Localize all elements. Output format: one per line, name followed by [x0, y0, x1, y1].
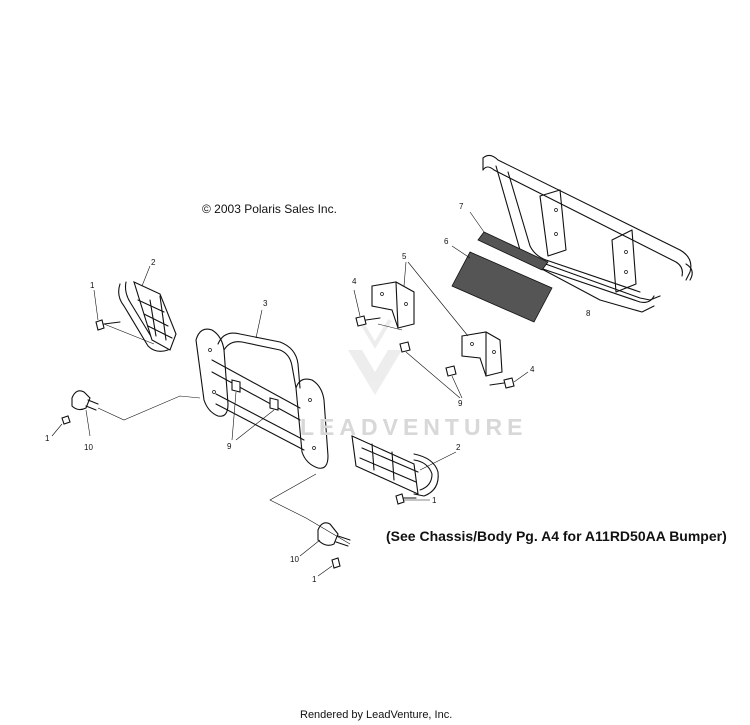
- callout-1d: 1: [312, 575, 317, 584]
- part-6-grille: [451, 245, 553, 323]
- watermark-text: LEADVENTURE: [300, 414, 528, 440]
- part-1-bolt-lower-right: [395, 493, 430, 505]
- reference-note: (See Chassis/Body Pg. A4 for A11RD50AA B…: [386, 528, 727, 544]
- callout-2b: 2: [456, 443, 461, 452]
- callout-8: 8: [586, 309, 591, 318]
- watermark-logo: [348, 318, 402, 395]
- part-10-knob-bottom: [269, 473, 351, 557]
- part-5-brackets: [371, 261, 503, 377]
- part-9-leaders-left: [231, 391, 275, 441]
- callout-9a: 9: [227, 442, 232, 451]
- part-2-step-upper: [118, 265, 177, 352]
- callout-9b: 9: [458, 399, 463, 408]
- callout-1c: 1: [432, 496, 437, 505]
- part-1-bolt-left: [51, 415, 71, 437]
- callout-6: 6: [444, 237, 449, 246]
- part-9-nuts-right: [399, 341, 463, 399]
- part-4-bolts: [353, 289, 529, 389]
- callout-4a: 4: [352, 277, 357, 286]
- callout-4b: 4: [530, 365, 535, 374]
- part-2-step-lower: [351, 435, 457, 497]
- callout-1a: 1: [90, 281, 95, 290]
- callout-3: 3: [263, 299, 268, 308]
- part-10-knob-left: [71, 390, 201, 437]
- part-1-bolt-bottom: [317, 557, 341, 577]
- callout-2a: 2: [151, 258, 156, 267]
- callout-5: 5: [402, 252, 407, 261]
- callout-7: 7: [459, 202, 464, 211]
- part-1-bolt-upper: [93, 289, 155, 345]
- callout-1b: 1: [45, 434, 50, 443]
- part-3-front-guard: [195, 309, 329, 469]
- copyright-text: © 2003 Polaris Sales Inc.: [202, 202, 337, 216]
- callout-10b: 10: [290, 555, 299, 564]
- part-7-mesh-strip: [469, 211, 549, 271]
- callout-10a: 10: [84, 443, 93, 452]
- footer-credit: Rendered by LeadVenture, Inc.: [300, 709, 453, 721]
